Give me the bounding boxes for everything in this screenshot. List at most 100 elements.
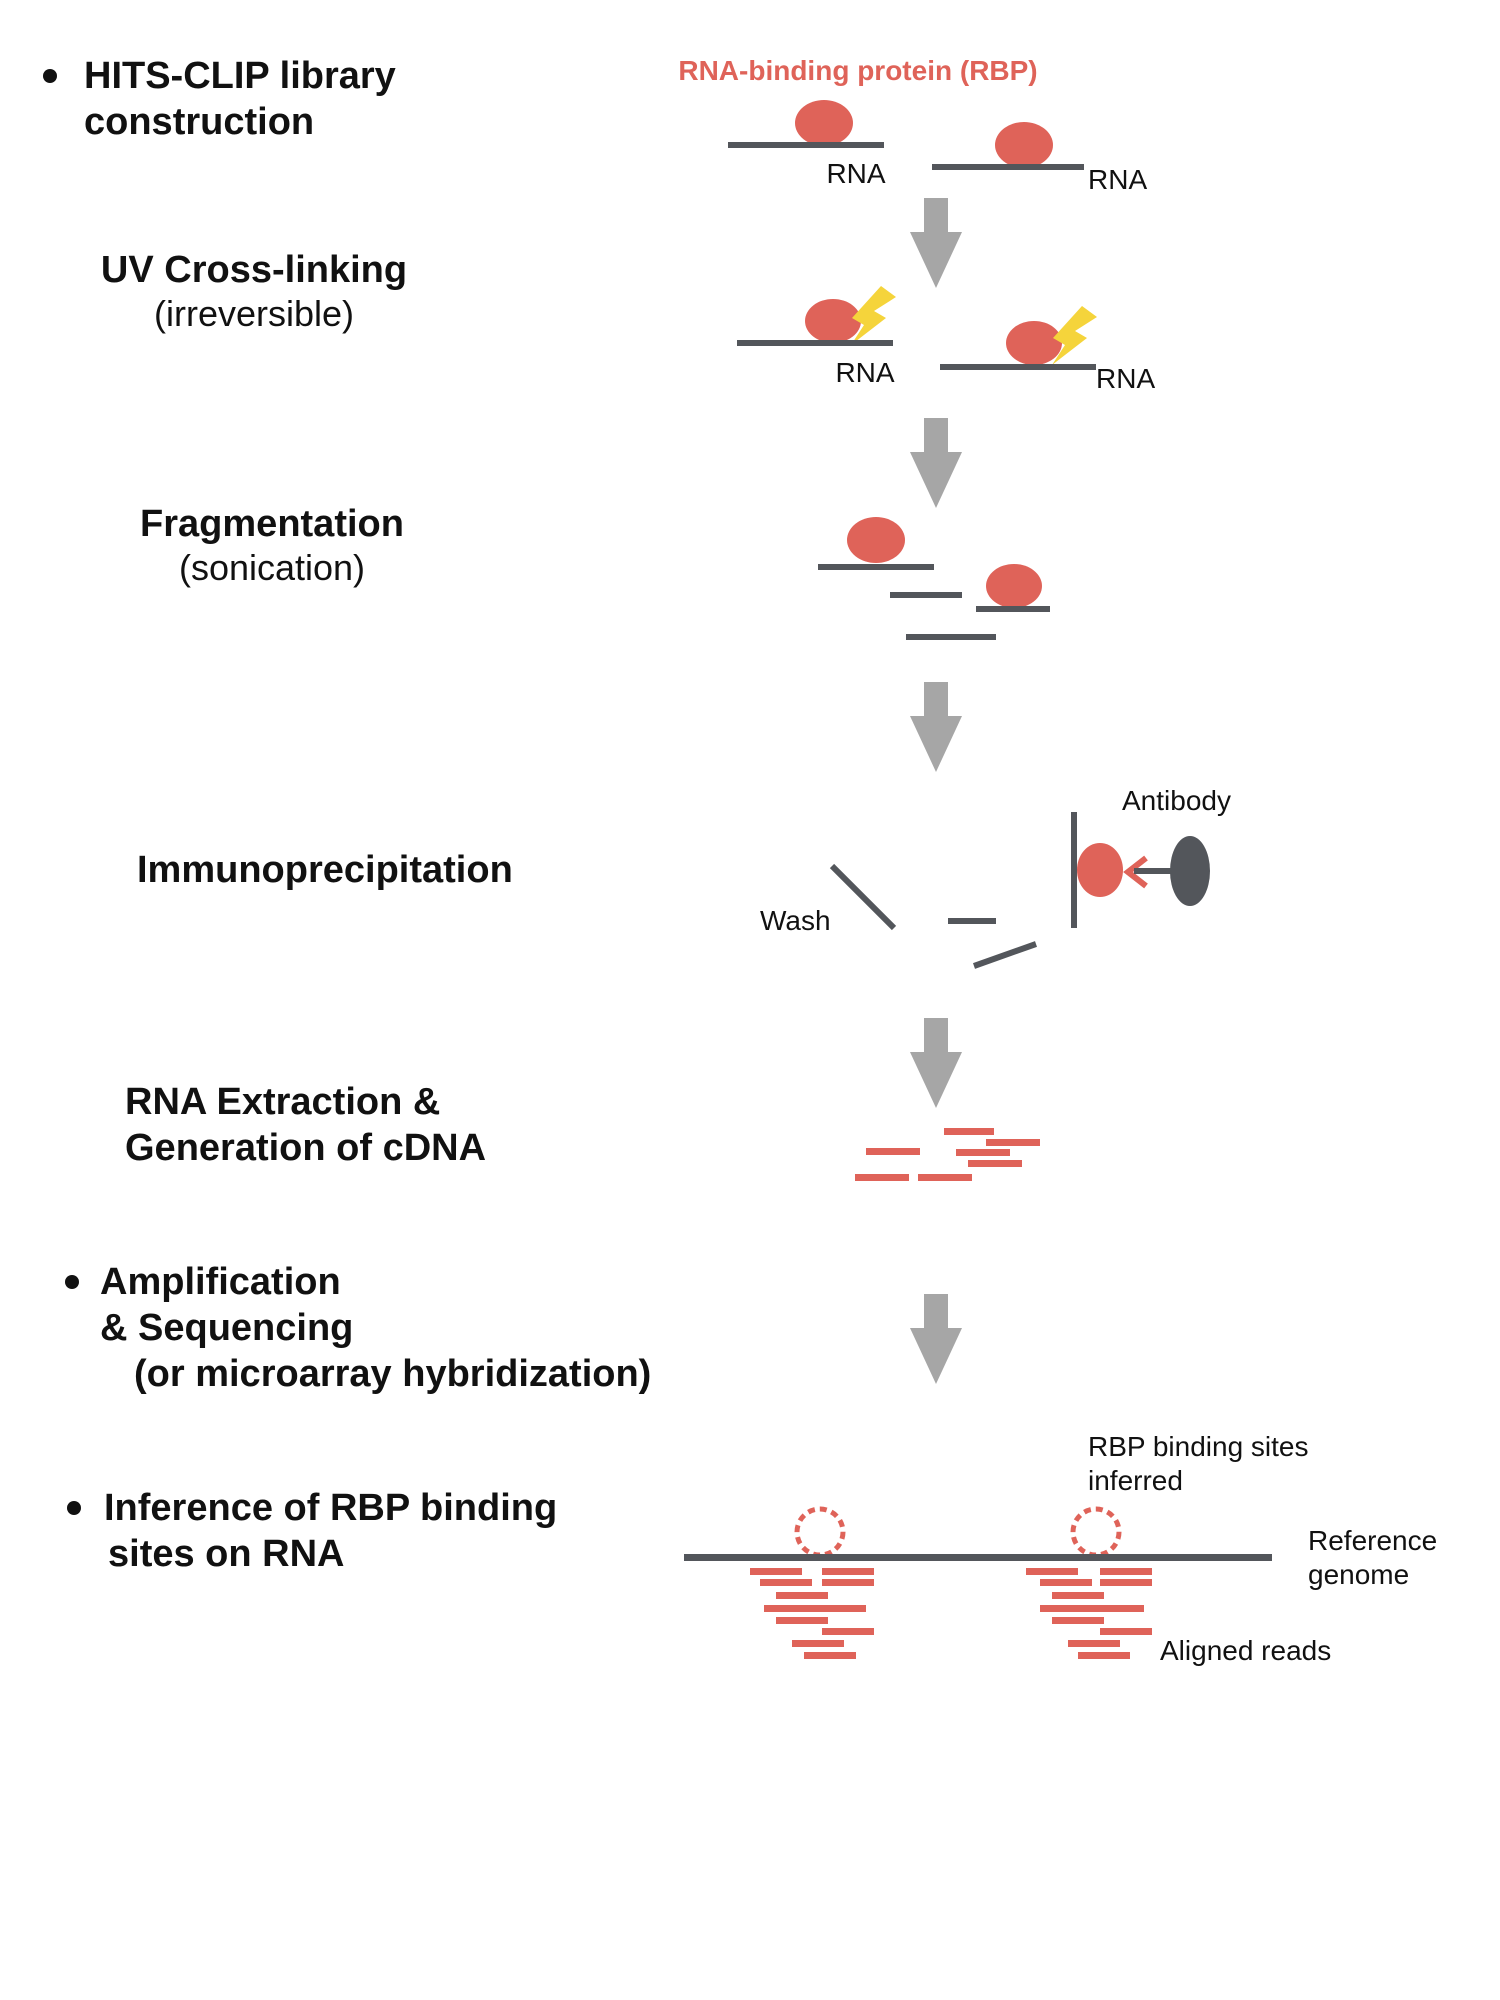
- reference-genome-label: Reference: [1308, 1525, 1437, 1556]
- rbp-protein: [847, 517, 905, 563]
- antibody-fab: [1123, 855, 1148, 889]
- aligned-read: [1100, 1628, 1152, 1635]
- rna-label: RNA: [1088, 164, 1147, 195]
- cdna-fragment: [918, 1174, 972, 1181]
- binding-site-marker: [1070, 1506, 1122, 1558]
- step-title: Inference of RBP binding: [104, 1487, 557, 1529]
- step-title: Amplification: [100, 1261, 341, 1303]
- antibody-stem: [1134, 868, 1172, 874]
- step1-rna-rbp: RNA-binding protein (RBP) RNA RNA: [678, 55, 1147, 195]
- step4-immunoprecipitation: Antibody Wash: [760, 785, 1231, 969]
- aligned-read: [822, 1579, 874, 1586]
- step7-inference: RBP binding sites inferred Reference gen…: [684, 1431, 1437, 1666]
- aligned-read: [776, 1617, 828, 1624]
- rbp-protein: [805, 299, 861, 343]
- washed-fragment: [972, 941, 1038, 969]
- lightning-bolt-icon: [851, 286, 896, 345]
- aligned-read: [1078, 1652, 1130, 1659]
- step-title: RNA Extraction &: [125, 1081, 440, 1123]
- down-arrow-icon: [910, 418, 962, 508]
- rbp-protein: [1077, 843, 1123, 897]
- rna-fragment: [890, 592, 962, 598]
- bullet-dot: [67, 1501, 81, 1515]
- step-title: Fragmentation: [140, 503, 404, 545]
- aligned-read: [1092, 1605, 1144, 1612]
- step-title: UV Cross-linking: [101, 249, 407, 291]
- aligned-read: [1068, 1640, 1120, 1647]
- aligned-read: [750, 1568, 802, 1575]
- rbp-protein: [795, 100, 853, 146]
- rna-strand: [940, 364, 1096, 370]
- aligned-read: [822, 1628, 874, 1635]
- step-title: (or microarray hybridization): [134, 1353, 651, 1395]
- aligned-read: [776, 1592, 828, 1599]
- binding-sites-label: RBP binding sites: [1088, 1431, 1309, 1462]
- flow-arrows: [910, 198, 962, 1384]
- step-title: Immunoprecipitation: [137, 849, 513, 891]
- rna-strand: [737, 340, 893, 346]
- down-arrow-icon: [910, 1018, 962, 1108]
- antibody-label: Antibody: [1122, 785, 1231, 816]
- aligned-read: [814, 1605, 866, 1612]
- rbp-protein: [995, 122, 1053, 168]
- aligned-reads-left: [750, 1568, 874, 1659]
- down-arrow-icon: [910, 1294, 962, 1384]
- wash-label: Wash: [760, 905, 831, 936]
- aligned-read: [1040, 1579, 1092, 1586]
- bullet-dot: [43, 69, 57, 83]
- step-title: & Sequencing: [100, 1307, 353, 1349]
- rbp-label: RNA-binding protein (RBP): [678, 55, 1037, 86]
- bead-wall: [1071, 812, 1077, 928]
- aligned-read: [1040, 1605, 1092, 1612]
- aligned-read: [764, 1605, 816, 1612]
- aligned-read: [1100, 1568, 1152, 1575]
- step-title: sites on RNA: [108, 1533, 344, 1575]
- cdna-fragment: [986, 1139, 1040, 1146]
- rna-fragment: [976, 606, 1050, 612]
- reference-genome-label: genome: [1308, 1559, 1409, 1590]
- rbp-protein: [1006, 321, 1062, 365]
- reference-genome-line: [684, 1554, 1272, 1561]
- washed-fragment: [829, 863, 897, 931]
- cdna-fragment: [944, 1128, 994, 1135]
- aligned-read: [804, 1652, 856, 1659]
- lightning-bolt-icon: [1052, 306, 1097, 365]
- step3-fragments: [818, 517, 1050, 640]
- aligned-reads-label: Aligned reads: [1160, 1635, 1331, 1666]
- step-title: construction: [84, 101, 314, 143]
- rna-label: RNA: [835, 357, 894, 388]
- step-subtitle: (sonication): [179, 547, 365, 588]
- step-title: HITS-CLIP library: [84, 55, 396, 97]
- rna-strand: [932, 164, 1084, 170]
- rbp-protein: [986, 564, 1042, 608]
- washed-fragment: [948, 918, 996, 924]
- down-arrow-icon: [910, 198, 962, 288]
- antibody-icon: [1170, 836, 1210, 906]
- aligned-read: [822, 1568, 874, 1575]
- rna-fragment: [818, 564, 934, 570]
- rna-fragment: [906, 634, 996, 640]
- step-titles: HITS-CLIP library construction UV Cross-…: [43, 55, 651, 1575]
- aligned-read: [1026, 1568, 1078, 1575]
- rna-strand: [728, 142, 884, 148]
- aligned-read: [1052, 1617, 1104, 1624]
- binding-site-marker: [794, 1506, 846, 1558]
- aligned-reads-right: [1026, 1568, 1152, 1659]
- cdna-fragment: [968, 1160, 1022, 1167]
- aligned-read: [792, 1640, 844, 1647]
- bullet-dot: [65, 1275, 79, 1289]
- cdna-fragment: [956, 1149, 1010, 1156]
- step-subtitle: (irreversible): [154, 293, 354, 334]
- aligned-read: [1052, 1592, 1104, 1599]
- binding-sites-label: inferred: [1088, 1465, 1183, 1496]
- aligned-read: [1100, 1579, 1152, 1586]
- down-arrow-icon: [910, 682, 962, 772]
- rna-label: RNA: [826, 158, 885, 189]
- aligned-read: [760, 1579, 812, 1586]
- step2-crosslinked: RNA RNA: [737, 286, 1155, 394]
- cdna-fragment: [866, 1148, 920, 1155]
- cdna-fragment: [855, 1174, 909, 1181]
- rna-label: RNA: [1096, 363, 1155, 394]
- step5-cdna: [855, 1128, 1040, 1181]
